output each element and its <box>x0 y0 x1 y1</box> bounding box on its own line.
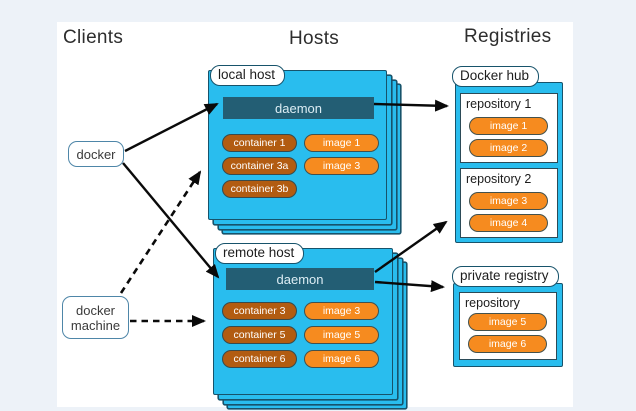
local-host-tag: local host <box>210 65 286 86</box>
remote-host-tag: remote host <box>215 243 305 264</box>
remote-container-pill: container 3 <box>222 302 297 320</box>
local-image-pill: image 1 <box>304 134 379 152</box>
hub-image-pill: image 4 <box>469 214 548 232</box>
private-image-pill: image 6 <box>468 335 547 353</box>
hub-image-pill: image 1 <box>469 117 548 135</box>
local-container-pill: container 1 <box>222 134 297 152</box>
docker-machine-box: docker machine <box>62 296 129 339</box>
remote-image-pill: image 6 <box>304 350 379 368</box>
repository-2-title: repository 2 <box>466 172 532 186</box>
local-container-pill: container 3a <box>222 157 297 175</box>
hub-image-pill: image 2 <box>469 139 548 157</box>
docker-client-box: docker <box>68 141 124 167</box>
docker-hub-tag: Docker hub <box>452 66 540 87</box>
local-container-pill: container 3b <box>222 180 297 198</box>
remote-image-pill: image 3 <box>304 302 379 320</box>
heading-hosts: Hosts <box>289 28 340 49</box>
private-repository-title: repository <box>465 296 520 310</box>
heading-registries: Registries <box>464 26 552 47</box>
repository-1-title: repository 1 <box>466 97 532 111</box>
private-image-pill: image 5 <box>468 313 547 331</box>
remote-daemon-bar: daemon <box>226 268 374 290</box>
hub-image-pill: image 3 <box>469 192 548 210</box>
heading-clients: Clients <box>63 27 124 48</box>
docker-client-label: docker <box>76 146 116 162</box>
docker-machine-label: docker machine <box>70 302 121 333</box>
private-registry-tag: private registry <box>452 266 559 287</box>
remote-image-pill: image 5 <box>304 326 379 344</box>
local-image-pill: image 3 <box>304 157 379 175</box>
local-daemon-bar: daemon <box>223 97 374 119</box>
remote-container-pill: container 6 <box>222 350 297 368</box>
remote-container-pill: container 5 <box>222 326 297 344</box>
